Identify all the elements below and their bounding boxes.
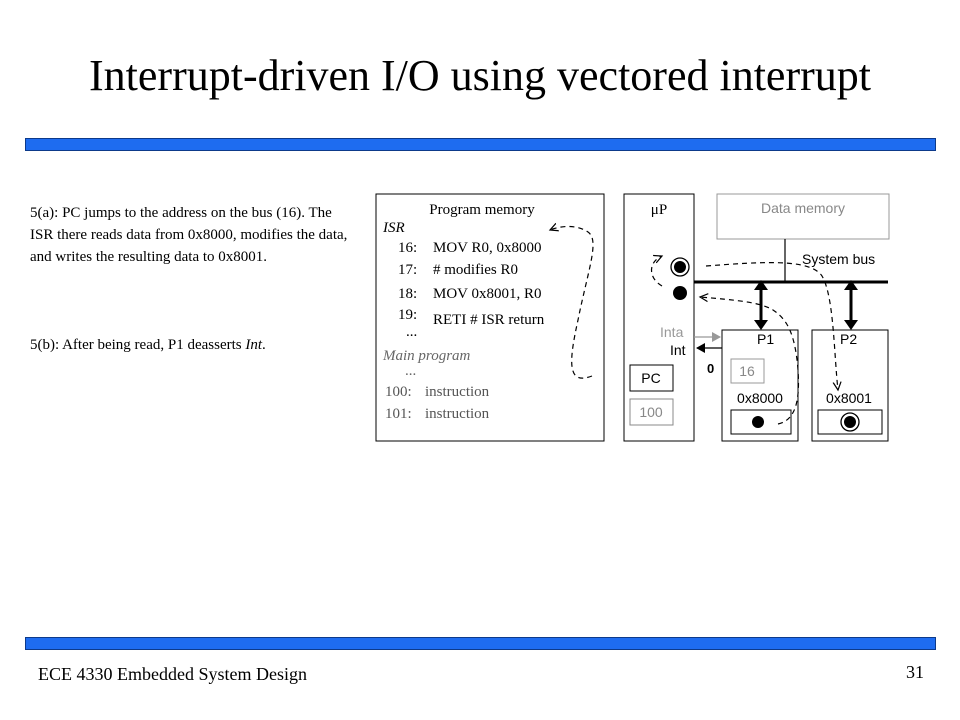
inta-label: Inta xyxy=(660,324,684,340)
bottom-divider-bar xyxy=(25,637,936,650)
isr-line-17-code: # modifies R0 xyxy=(433,262,518,278)
p1-vector-value: 16 xyxy=(739,363,755,379)
isr-line-19-code: RETI # ISR return xyxy=(433,312,545,328)
pc-label: PC xyxy=(641,370,660,386)
isr-line-16-number: 16: xyxy=(398,240,417,256)
system-bus-label: System bus xyxy=(802,251,875,267)
pc-value-box xyxy=(629,398,674,426)
step-b-period: . xyxy=(262,337,266,353)
isr-line-16-code: MOV R0, 0x8000 xyxy=(433,240,542,256)
step-b-text: 5(b): After being read, P1 deasserts xyxy=(30,337,246,353)
top-divider-bar xyxy=(25,138,936,151)
main-line-101-number: 101: xyxy=(385,406,412,422)
pc-register-box xyxy=(629,364,674,392)
data-memory-label: Data memory xyxy=(761,200,845,216)
footer-course-title: ECE 4330 Embedded System Design xyxy=(38,664,307,684)
p1-data-dot xyxy=(752,416,764,428)
p1-bus-arrow-down xyxy=(754,320,768,330)
jump-to-isr-arrow xyxy=(550,227,594,379)
isr-line-19-number: 19: xyxy=(398,307,417,323)
isr-fetch-arrow xyxy=(650,256,663,287)
main-line-100-code: instruction xyxy=(425,384,490,400)
slide-title: Interrupt-driven I/O using vectored inte… xyxy=(89,51,871,100)
microprocessor-data-dot xyxy=(673,286,687,300)
p1-label: P1 xyxy=(757,331,774,347)
isr-ellipsis: ... xyxy=(406,324,417,340)
program-memory-label: Program memory xyxy=(429,202,535,218)
p2-bus-arrow-up xyxy=(844,280,858,290)
int-value: 0 xyxy=(707,361,714,376)
p1-vector-box xyxy=(730,358,765,384)
isr-line-18-number: 18: xyxy=(398,286,417,302)
main-program-label: Main program xyxy=(382,348,471,364)
p2-address: 0x8001 xyxy=(826,390,872,406)
main-line-101-code: instruction xyxy=(425,406,490,422)
microprocessor-current-indicator xyxy=(674,261,686,273)
p1-address: 0x8000 xyxy=(737,390,783,406)
program-memory-box xyxy=(375,193,605,442)
page-number: 31 xyxy=(906,662,924,682)
step-a-description: 5(a): PC jumps to the address on the bus… xyxy=(30,205,348,265)
step-b-int-signal: Int xyxy=(245,337,263,353)
pc-value: 100 xyxy=(639,404,663,420)
step-b-description: 5(b): After being read, P1 deasserts Int… xyxy=(30,334,350,356)
main-line-100-number: 100: xyxy=(385,384,412,400)
microprocessor-label: μP xyxy=(651,202,667,218)
p2-label: P2 xyxy=(840,331,857,347)
data-memory-box xyxy=(716,193,890,240)
int-label: Int xyxy=(670,342,686,358)
main-ellipsis: ... xyxy=(405,363,416,379)
isr-line-18-code: MOV 0x8001, R0 xyxy=(433,286,542,302)
p2-data-indicator xyxy=(844,416,856,428)
isr-label: ISR xyxy=(382,220,405,236)
write-to-p2-arrow xyxy=(705,261,838,390)
isr-line-17-number: 17: xyxy=(398,262,417,278)
p2-bus-arrow-down xyxy=(844,320,858,330)
p1-bus-arrow-up xyxy=(754,280,768,290)
